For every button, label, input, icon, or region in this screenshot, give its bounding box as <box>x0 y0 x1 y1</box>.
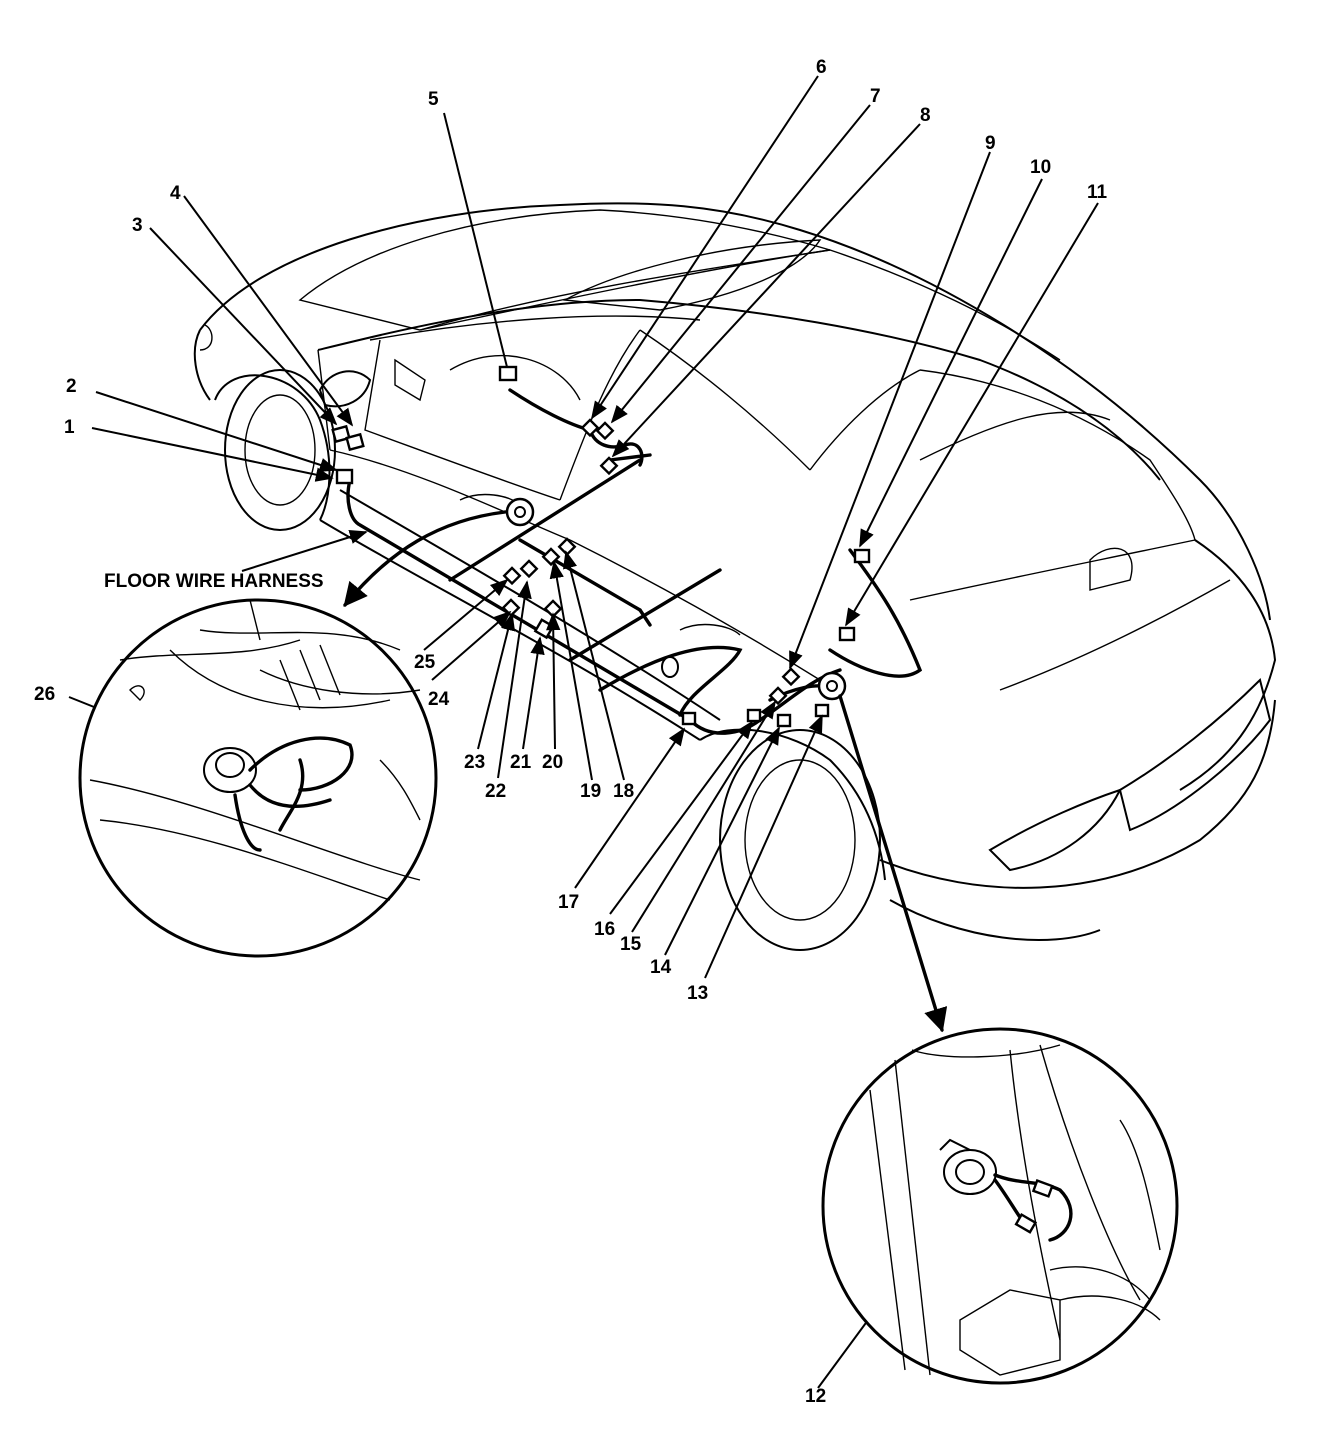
ground-terminal-front <box>505 497 535 527</box>
callout-10: 10 <box>1030 157 1051 178</box>
callout-23: 23 <box>464 752 485 773</box>
ground-terminal-rear <box>817 671 847 701</box>
grommet <box>661 656 679 678</box>
callout-2: 2 <box>66 376 77 397</box>
detail-view-ground-12 <box>821 1027 1179 1385</box>
callout-11: 11 <box>1087 182 1108 203</box>
callout-4: 4 <box>170 183 181 204</box>
callout-15: 15 <box>620 934 642 955</box>
callout-17: 17 <box>558 892 579 913</box>
floor-wire-harness-label: FLOOR WIRE HARNESS <box>104 571 324 592</box>
callout-21: 21 <box>510 752 532 773</box>
callout-13: 13 <box>687 983 708 1004</box>
callout-5: 5 <box>428 89 439 110</box>
callout-7: 7 <box>870 86 881 107</box>
callout-6: 6 <box>816 57 827 78</box>
callout-14: 14 <box>650 957 672 978</box>
callout-22: 22 <box>485 781 506 802</box>
detail-view-ground-26 <box>78 598 438 958</box>
callout-9: 9 <box>985 133 996 154</box>
callout-16: 16 <box>594 919 615 940</box>
car-body-outline <box>193 202 1277 951</box>
callout-3: 3 <box>132 215 143 236</box>
callout-1: 1 <box>64 417 75 438</box>
callout-18: 18 <box>613 781 634 802</box>
callout-12: 12 <box>805 1386 826 1407</box>
callout-26: 26 <box>34 684 55 705</box>
callout-8: 8 <box>920 105 931 126</box>
callout-19: 19 <box>580 781 601 802</box>
callout-20: 20 <box>542 752 563 773</box>
callout-24: 24 <box>428 689 450 710</box>
callout-labels: 1 2 3 4 5 6 7 8 9 10 11 12 13 14 15 16 1… <box>34 57 1108 1407</box>
callout-25: 25 <box>414 652 436 673</box>
